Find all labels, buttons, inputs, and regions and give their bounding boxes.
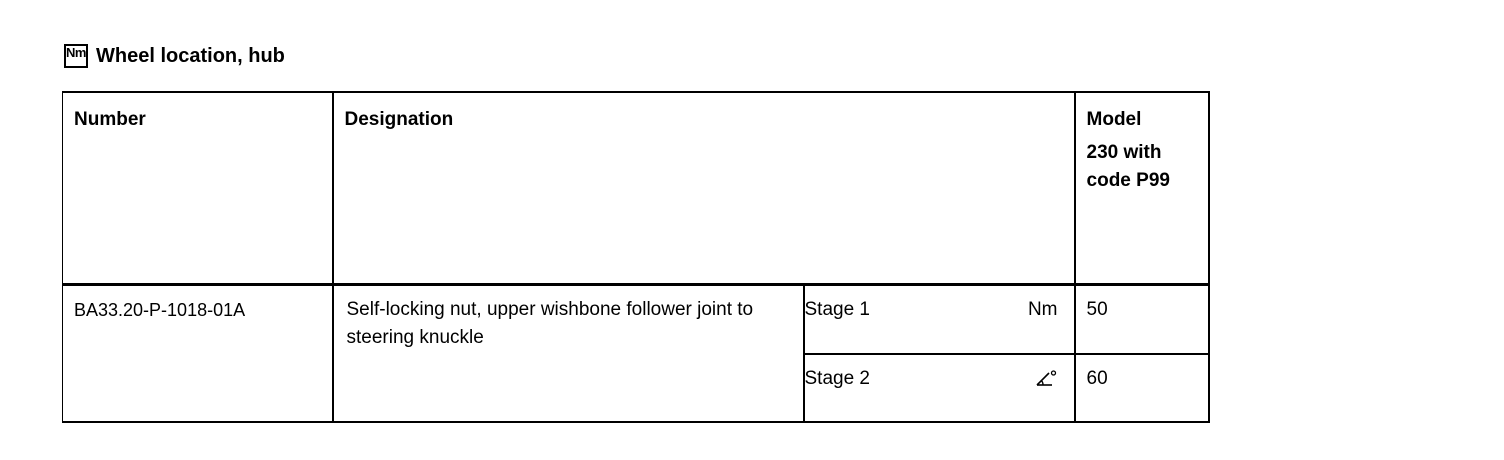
stage-2-label: Stage 2 — [804, 368, 871, 389]
row-designation: Self-locking nut, upper wishbone followe… — [332, 284, 805, 422]
table-row: Stage 2 60 — [63, 354, 1209, 422]
stage-2-cell: Stage 2 — [803, 354, 1076, 422]
table-row: BA33.20-P-1018-01A Self-locking nut, upp… — [62, 284, 1209, 422]
table-header-row: Number Designation Model 230 with code P… — [62, 92, 1209, 286]
angle-degree-icon — [1034, 365, 1058, 393]
header-model-line1: Model — [1086, 109, 1142, 130]
torque-spec-table: Number Designation Model 230 with code P… — [62, 91, 1210, 423]
row-number: BA33.20-P-1018-01A — [62, 284, 334, 422]
header-number: Number — [62, 92, 334, 286]
header-model: Model 230 with code P99 — [1074, 92, 1209, 286]
stage-1-value: 50 — [1074, 284, 1209, 355]
stage-1-label: Stage 1 — [804, 298, 871, 320]
torque-nm-icon: Nm — [64, 44, 88, 68]
stage-1-cell: Stage 1 Nm — [803, 284, 1076, 355]
header-designation: Designation — [332, 92, 1076, 286]
section-heading: Nm Wheel location, hub — [64, 41, 285, 71]
section-title: Wheel location, hub — [96, 45, 285, 67]
stage-1-unit: Nm — [1027, 298, 1058, 320]
stage-2-value: 60 — [1086, 368, 1108, 389]
header-model-line2: 230 with code P99 — [1086, 142, 1170, 191]
